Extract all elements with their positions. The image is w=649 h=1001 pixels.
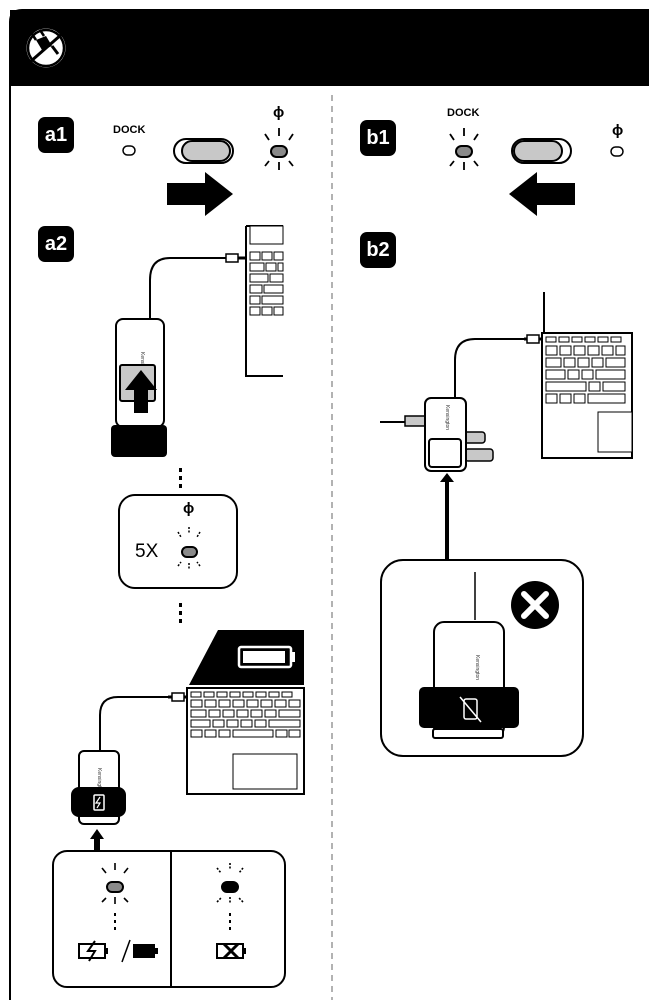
arrow-up-b2 xyxy=(440,473,454,560)
step-badge-a2: a2 xyxy=(38,226,74,262)
qi-label-a1: ϕ xyxy=(273,104,285,121)
led-steady-grey xyxy=(101,863,129,904)
header-bar xyxy=(10,10,649,86)
dots-status-2 xyxy=(229,913,231,930)
blink-callout xyxy=(118,494,238,589)
phone-charging-a2b xyxy=(71,787,126,817)
dock-label-b1: DOCK xyxy=(447,107,480,119)
brand-label: Kensington xyxy=(474,655,480,680)
dock-label-a1: DOCK xyxy=(113,124,146,136)
usb-c-cable-b2 xyxy=(454,334,542,400)
laptop-b2 xyxy=(541,292,633,459)
mode-switch-b1 xyxy=(511,138,572,164)
dots-connector-2 xyxy=(179,603,182,623)
step-badge-a1: a1 xyxy=(38,117,74,153)
battery-full-icon xyxy=(133,944,158,958)
arrow-left xyxy=(509,172,575,216)
blink-count-label: 5X xyxy=(135,541,159,562)
x-circle-icon xyxy=(511,581,559,629)
arrow-up-a2 xyxy=(125,370,157,413)
dock-device-b2: Kensington xyxy=(424,397,467,472)
dock-led-off xyxy=(122,145,136,156)
usb-stick-b2 xyxy=(460,431,494,462)
arrow-up-a2b xyxy=(90,829,104,851)
led-blinking-black xyxy=(216,863,244,904)
step-badge-b1: b1 xyxy=(360,120,396,156)
status-callout xyxy=(52,850,286,988)
battery-charging-icon xyxy=(78,940,108,962)
brand-label: Kensington xyxy=(444,405,450,430)
dots-status-1 xyxy=(114,913,116,930)
arrow-right xyxy=(167,172,233,216)
qi-led-blinking xyxy=(264,128,294,170)
battery-x-icon xyxy=(216,942,246,960)
phone-a2 xyxy=(111,425,167,457)
dock-led-blinking xyxy=(449,128,479,170)
usb-c-cable-a2b xyxy=(99,692,187,752)
laptop-a2 xyxy=(245,225,284,377)
laptop-base-a2b xyxy=(186,687,305,795)
slash xyxy=(121,939,131,963)
qi-label-5x: ϕ xyxy=(183,500,195,517)
qi-label-b1: ϕ xyxy=(612,122,624,139)
mode-switch-a1 xyxy=(173,138,234,164)
phone-crossed-icon xyxy=(459,696,482,723)
step-badge-b2: b2 xyxy=(360,232,396,268)
dots-connector-1 xyxy=(179,468,182,488)
qi-led-off xyxy=(610,146,624,157)
battery-full-screen-icon xyxy=(237,645,295,669)
unplug-icon xyxy=(23,25,69,71)
side-cable-b2 xyxy=(380,415,426,427)
qi-led-5x xyxy=(177,527,201,569)
brand-label: Kensington xyxy=(96,768,102,793)
usb-c-cable-a2 xyxy=(149,253,245,320)
